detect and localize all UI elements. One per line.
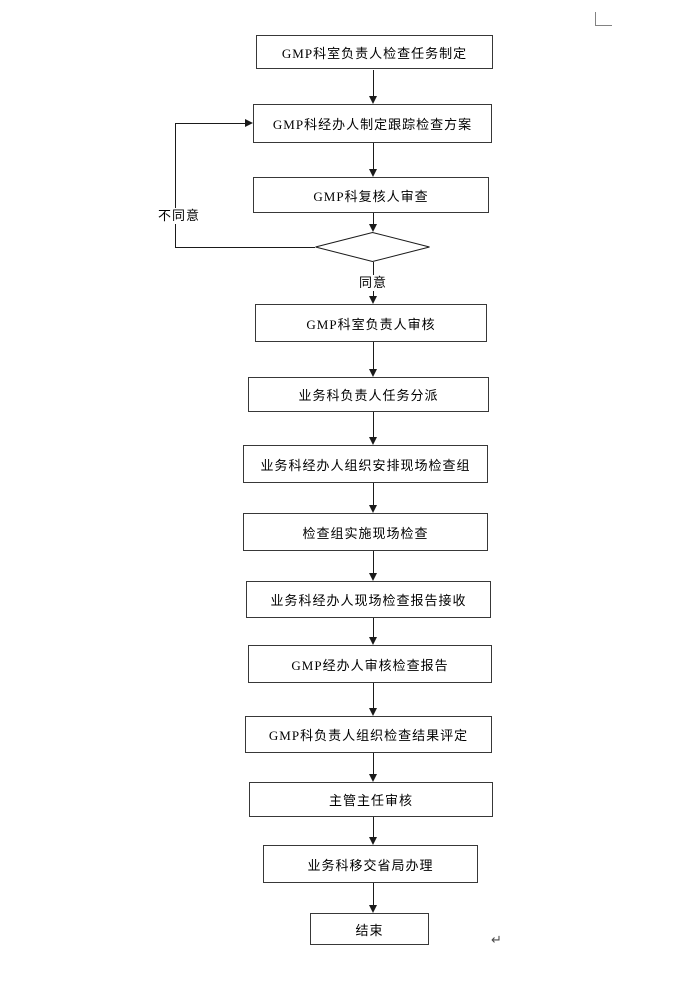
flow-node-report-reception: 业务科经办人现场检查报告接收 <box>246 581 491 618</box>
flow-node-gmp-task-setup: GMP科室负责人检查任务制定 <box>256 35 493 69</box>
flow-arrow-down-5 <box>369 342 378 377</box>
flow-node-task-assignment: 业务科负责人任务分派 <box>248 377 489 412</box>
flow-arrow-down-11 <box>369 753 378 782</box>
flow-node-chief-review: GMP科室负责人审核 <box>255 304 487 342</box>
feedback-line-vertical <box>175 123 176 248</box>
flow-node-result-evaluation: GMP科负责人组织检查结果评定 <box>245 716 492 753</box>
paragraph-return-icon: ↵ <box>491 933 502 948</box>
flow-node-onsite-inspection: 检查组实施现场检查 <box>243 513 488 551</box>
feedback-arrow-head <box>245 119 253 127</box>
margin-corner-mark-icon <box>595 12 612 26</box>
flow-arrow-down-12 <box>369 817 378 845</box>
flow-arrow-down-6 <box>369 412 378 445</box>
flow-arrow-down-8 <box>369 551 378 581</box>
flow-arrow-down-2 <box>369 143 378 177</box>
flow-arrow-down-13 <box>369 883 378 913</box>
flow-node-inspection-team-setup: 业务科经办人组织安排现场检查组 <box>243 445 488 483</box>
feedback-line-bottom <box>175 247 315 248</box>
flow-node-end: 结束 <box>310 913 429 945</box>
flow-arrow-down-10 <box>369 683 378 716</box>
flow-node-tracking-plan: GMP科经办人制定跟踪检查方案 <box>253 104 492 143</box>
feedback-line-top <box>175 123 245 124</box>
edge-label-agree: 同意 <box>356 275 390 291</box>
flow-node-transfer-provincial: 业务科移交省局办理 <box>263 845 478 883</box>
flow-arrow-down-9 <box>369 618 378 645</box>
flow-node-reviewer-check: GMP科复核人审查 <box>253 177 489 213</box>
flow-node-director-review: 主管主任审核 <box>249 782 493 817</box>
edge-label-disagree: 不同意 <box>155 208 203 224</box>
flow-arrow-down-7 <box>369 483 378 513</box>
flow-arrow-down-1 <box>369 70 378 104</box>
flow-arrow-down-3 <box>369 213 378 232</box>
flow-node-report-review: GMP经办人审核检查报告 <box>248 645 492 683</box>
flow-decision-diamond <box>315 232 430 262</box>
